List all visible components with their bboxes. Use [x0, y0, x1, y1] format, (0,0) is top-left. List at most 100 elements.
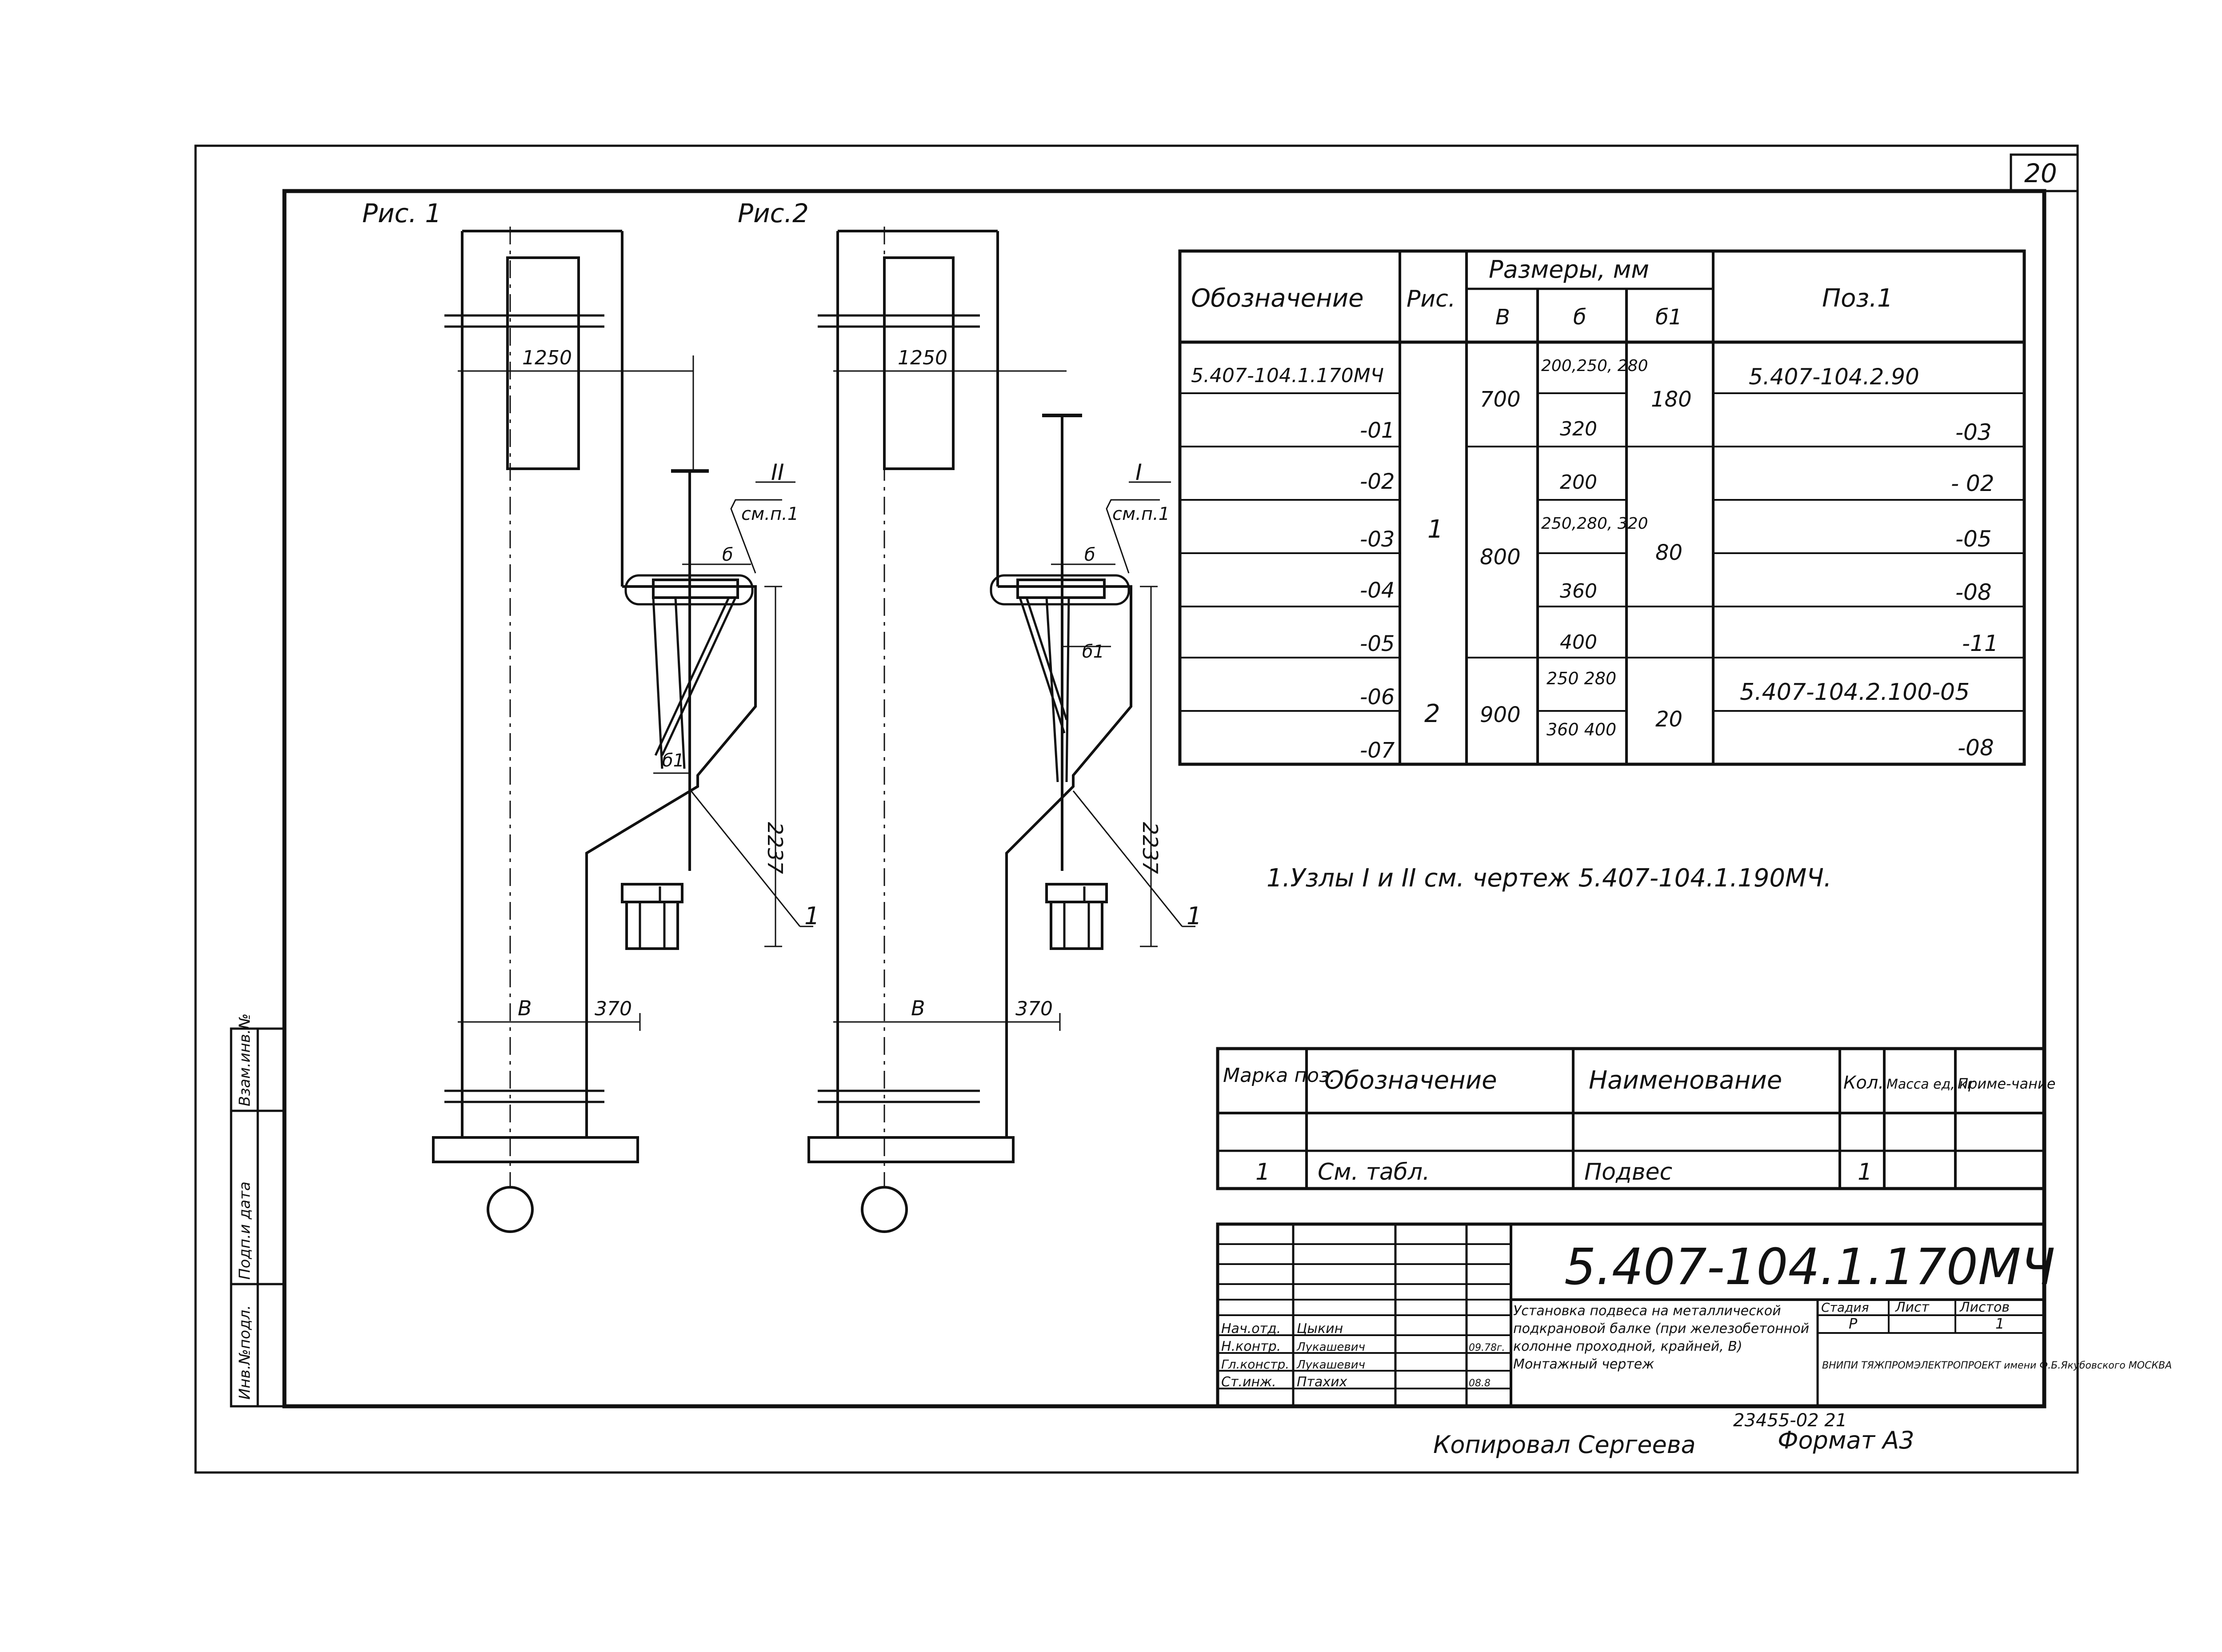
- sizes-row-1-b: 320: [1560, 418, 1597, 440]
- org-name: ВНИПИ ТЯЖПРОМЭЛЕКТРОПРОЕКТ имени Ф.Б.Яку…: [1822, 1360, 2172, 1371]
- role-1-name: Лукашевич: [1296, 1341, 1365, 1354]
- role-0-title: Нач.отд.: [1221, 1321, 1281, 1337]
- spec-row-0-designation: См. табл.: [1318, 1159, 1430, 1185]
- role-2-name: Лукашевич: [1296, 1358, 1365, 1372]
- fig1-column: [432, 227, 757, 1233]
- sizes-row-6-b: 250 280: [1547, 669, 1616, 688]
- sheet-frame: [194, 144, 2079, 1474]
- doc-title-text: Установка подвеса на металлической: [1513, 1303, 1781, 1319]
- spec-row-0-qty: 1: [1858, 1159, 1872, 1185]
- fig1-label-b: б: [722, 545, 733, 565]
- spec-header-note: Приме-чание: [1958, 1075, 2055, 1092]
- fig2-label-b: б: [1084, 545, 1095, 565]
- figure-1: Рис. 1: [362, 198, 819, 1233]
- sheets-value: 1: [1995, 1315, 2004, 1332]
- sheet-header: Лист: [1895, 1300, 1930, 1315]
- fig2-callout-1: 1: [1187, 902, 1202, 930]
- sizes-row-3-b: 250,280, 320: [1541, 515, 1648, 533]
- fig2-see-note: см.п.1: [1112, 504, 1170, 524]
- sizes-b1-80: 80: [1655, 540, 1682, 565]
- sizes-row-4-designation: -04: [1360, 578, 1395, 603]
- sizes-B-700: 700: [1480, 387, 1521, 412]
- spec-table: [1216, 1047, 2046, 1190]
- sizes-row-5-designation: -05: [1360, 631, 1395, 656]
- drawing-note: 1.Узлы I и II см. чертеж 5.407-104.1.190…: [1267, 864, 1832, 893]
- sizes-B-800: 800: [1480, 545, 1521, 570]
- role-1-title: Н.контр.: [1221, 1339, 1281, 1354]
- fig2-label-b1: б1: [1082, 642, 1104, 662]
- fig2-node-I: I: [1135, 459, 1142, 485]
- sizes-header-b: б: [1573, 305, 1587, 330]
- role-3-date: 08.8: [1469, 1378, 1491, 1389]
- sizes-header-B: В: [1495, 305, 1510, 330]
- fig2-label-B: В: [911, 996, 925, 1020]
- title-block: [1216, 1222, 2046, 1408]
- sheet-number: 20: [2024, 158, 2057, 188]
- sizes-fig-2: 2: [1424, 699, 1440, 728]
- stage-header: Стадия: [1821, 1300, 1869, 1315]
- fig2-dim-2237: 2237: [1138, 822, 1162, 874]
- sizes-row-2-designation: -02: [1360, 469, 1395, 494]
- stage-value: Р: [1849, 1315, 1858, 1332]
- sizes-row-7-designation: -07: [1360, 738, 1395, 763]
- fig1-callout-1: 1: [804, 902, 819, 930]
- fig1-label-b1: б1: [662, 750, 684, 771]
- sizes-row-5-b: 400: [1560, 631, 1597, 654]
- doc-title: Установка подвеса на металлической подкр…: [1513, 1303, 1809, 1372]
- sizes-row-4-pos1: -08: [1955, 579, 1992, 605]
- fig1-see-note: см.п.1: [741, 504, 799, 524]
- footer-archive-no: 23455-02 21: [1733, 1410, 1847, 1431]
- fig1-dim-370: 370: [595, 998, 632, 1020]
- sizes-row-0-designation: 5.407-104.1.170МЧ: [1191, 364, 1384, 387]
- spec-row-0-name: Подвес: [1584, 1159, 1672, 1185]
- sizes-header-designation: Обозначение: [1191, 284, 1364, 313]
- sizes-b1-20: 20: [1655, 707, 1682, 732]
- fig1-hanger: [621, 469, 754, 950]
- side-stamp-repl: Взам.инв.№: [236, 1014, 254, 1106]
- sizes-row-6-pos1: 5.407-104.2.100-05: [1740, 679, 1970, 706]
- doc-title-line: подкрановой балке (при железобетонной: [1513, 1321, 1809, 1337]
- side-stamp-sign: Подп.и дата: [236, 1181, 254, 1280]
- sizes-table: [1178, 249, 2026, 766]
- sheets-header: Листов: [1959, 1300, 2010, 1315]
- sizes-header-pos1: Поз.1: [1822, 284, 1893, 313]
- sizes-B-900: 900: [1480, 702, 1521, 727]
- fig2-label: Рис.2: [738, 198, 809, 228]
- role-2-title: Гл.констр.: [1221, 1357, 1289, 1372]
- fig1-dim-2237: 2237: [763, 822, 787, 874]
- spec-header-name: Наименование: [1589, 1066, 1782, 1095]
- spec-header-mark: Марка поз.: [1223, 1064, 1335, 1087]
- sizes-row-7-b: 360 400: [1547, 720, 1616, 739]
- sizes-row-4-b: 360: [1560, 580, 1597, 603]
- fig2-dim-1250: 1250: [898, 347, 947, 369]
- doc-code: 5.407-104.1.170МЧ: [1564, 1238, 2055, 1296]
- fig1-node-II: II: [771, 459, 784, 485]
- sizes-fig-1: 1: [1427, 515, 1443, 544]
- fig1-label-B: В: [518, 996, 532, 1020]
- spec-header-qty: Кол.: [1843, 1073, 1884, 1093]
- spec-header-mass: Масса ед, кг: [1886, 1077, 1974, 1092]
- doc-title-line: Монтажный чертеж: [1513, 1357, 1654, 1372]
- fig1-dim-1250: 1250: [522, 347, 572, 369]
- sizes-b1-180: 180: [1651, 387, 1692, 412]
- footer-copied-by: Копировал Сергеева: [1433, 1431, 1696, 1459]
- sizes-header-sizes: Размеры, мм: [1489, 255, 1649, 283]
- role-3-name: Птахих: [1297, 1374, 1347, 1390]
- fig2-column: [807, 227, 1132, 1233]
- sizes-row-0-b: 200,250, 280: [1541, 357, 1648, 375]
- role-3-title: Ст.инж.: [1221, 1374, 1276, 1390]
- sizes-header-fig: Рис.: [1407, 286, 1455, 312]
- sizes-row-2-pos1: - 02: [1951, 471, 1994, 496]
- role-0-name: Цыкин: [1297, 1321, 1343, 1337]
- fig2-dimensions: [833, 370, 1195, 1031]
- sizes-row-1-pos1: -03: [1955, 419, 1992, 445]
- sizes-row-0-pos1: 5.407-104.2.90: [1749, 364, 1919, 390]
- side-stamp-inv: Инв.№подл.: [236, 1305, 254, 1400]
- role-1-date: 09.78г.: [1469, 1342, 1505, 1353]
- figure-2: Рис.2: [738, 198, 1202, 1233]
- sizes-row-6-designation: -06: [1360, 685, 1395, 710]
- sizes-row-2-b: 200: [1560, 471, 1597, 494]
- sizes-row-3-pos1: -05: [1955, 526, 1992, 552]
- sizes-row-3-designation: -03: [1360, 527, 1395, 552]
